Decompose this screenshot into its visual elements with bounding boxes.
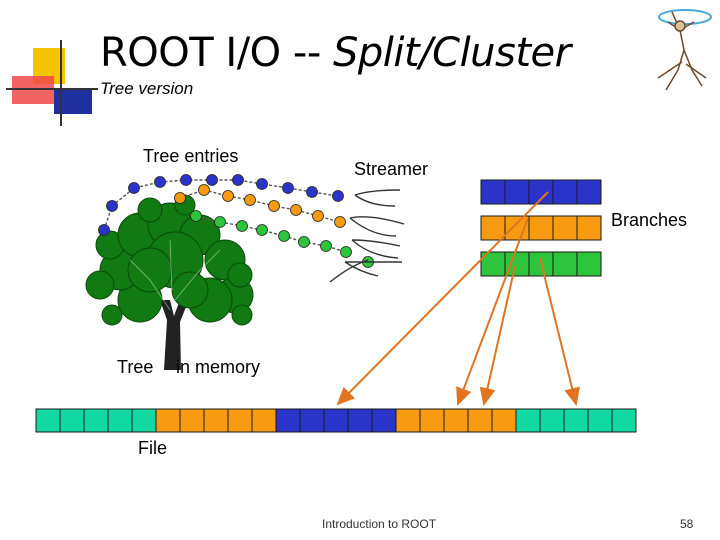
file-cell-orange — [155, 408, 181, 433]
file-cell-orange — [443, 408, 469, 433]
tree-trunk — [160, 300, 188, 370]
bead-green — [256, 224, 268, 236]
bead-blue — [332, 190, 344, 202]
label-tree-entries: Tree entries — [143, 146, 239, 166]
bead-blue — [206, 174, 218, 186]
buffer-to-file-arrows — [336, 191, 580, 406]
file-cell-teal — [587, 408, 613, 433]
file-cell-orange — [179, 408, 205, 433]
bead-green — [320, 240, 332, 252]
file-cell-blue — [299, 408, 325, 433]
file-cell-teal — [539, 408, 565, 433]
bead-green — [278, 230, 290, 242]
label-file: File — [138, 438, 168, 458]
arrow-orange-buffer — [456, 217, 529, 406]
file-bar — [35, 408, 637, 433]
bead-blue — [256, 178, 268, 190]
branch-buffer-cell-blue — [480, 179, 506, 205]
bead-blue — [282, 182, 294, 194]
bead-orange — [244, 194, 256, 206]
arrow-blue-buffer — [336, 191, 549, 406]
bead-orange — [268, 200, 280, 212]
file-cell-orange — [251, 408, 277, 433]
file-cell-teal — [107, 408, 133, 433]
bead-blue — [306, 186, 318, 198]
bead-orange — [174, 192, 186, 204]
bead-green — [214, 216, 226, 228]
label-tree: Tree — [117, 357, 154, 377]
tree-entry-chains — [98, 174, 374, 268]
bead-blue — [98, 224, 110, 236]
page-subtitle: Tree version — [100, 79, 194, 98]
branch-buffers — [480, 179, 602, 277]
label-branches: Branches — [611, 210, 688, 230]
arrow-green-buffer-a — [539, 257, 580, 406]
file-cell-orange — [395, 408, 421, 433]
branch-buffer-cell-orange — [552, 215, 578, 241]
file-cell-teal — [515, 408, 541, 433]
file-cell-blue — [371, 408, 397, 433]
footer-title: Introduction to ROOT — [322, 517, 437, 531]
tree-canopy — [85, 194, 254, 326]
bead-green — [340, 246, 352, 258]
file-cell-orange — [227, 408, 253, 433]
page-number: 58 — [680, 517, 694, 531]
label-streamer: Streamer — [354, 159, 429, 179]
root-mascot-logo — [657, 9, 712, 91]
file-cell-orange — [491, 408, 517, 433]
bead-blue — [128, 182, 140, 194]
bead-orange — [222, 190, 234, 202]
branch-buffer-cell-orange — [480, 215, 506, 241]
bead-orange — [290, 204, 302, 216]
file-cell-teal — [563, 408, 589, 433]
branch-buffer-cell-blue — [504, 179, 530, 205]
branch-buffer-cell-green — [504, 251, 530, 277]
file-cell-blue — [347, 408, 373, 433]
bead-green — [236, 220, 248, 232]
arrow-green-buffer-b — [479, 265, 516, 406]
branch-buffer-cell-blue — [552, 179, 578, 205]
file-cell-blue — [275, 408, 301, 433]
bead-blue — [232, 174, 244, 186]
file-cell-teal — [35, 408, 61, 433]
file-cell-orange — [419, 408, 445, 433]
bead-blue — [154, 176, 166, 188]
label-in-memory: in memory — [176, 357, 261, 377]
branch-buffer-cell-green — [552, 251, 578, 277]
page-title: ROOT I/O -- Split/Cluster — [100, 30, 571, 76]
file-cell-teal — [59, 408, 85, 433]
bead-blue — [180, 174, 192, 186]
branch-buffer-cell-orange — [528, 215, 554, 241]
tree-in-memory — [85, 194, 254, 370]
logo-vertical-line — [60, 40, 62, 126]
branch-buffer-cell-blue — [576, 179, 602, 205]
bead-green — [190, 210, 202, 222]
branch-buffer-cell-green — [576, 251, 602, 277]
file-cell-blue — [323, 408, 349, 433]
branch-buffer-cell-orange — [504, 215, 530, 241]
file-cell-orange — [467, 408, 493, 433]
file-cell-teal — [83, 408, 109, 433]
bead-orange — [312, 210, 324, 222]
logo-horizontal-line — [6, 88, 98, 90]
streamer-forks — [329, 189, 405, 283]
bead-green — [298, 236, 310, 248]
logo-red-square — [12, 76, 54, 104]
branch-buffer-cell-orange — [576, 215, 602, 241]
file-cell-teal — [611, 408, 637, 433]
file-cell-teal — [131, 408, 157, 433]
bead-orange — [334, 216, 346, 228]
bead-blue — [106, 200, 118, 212]
file-cell-orange — [203, 408, 229, 433]
bead-orange — [198, 184, 210, 196]
